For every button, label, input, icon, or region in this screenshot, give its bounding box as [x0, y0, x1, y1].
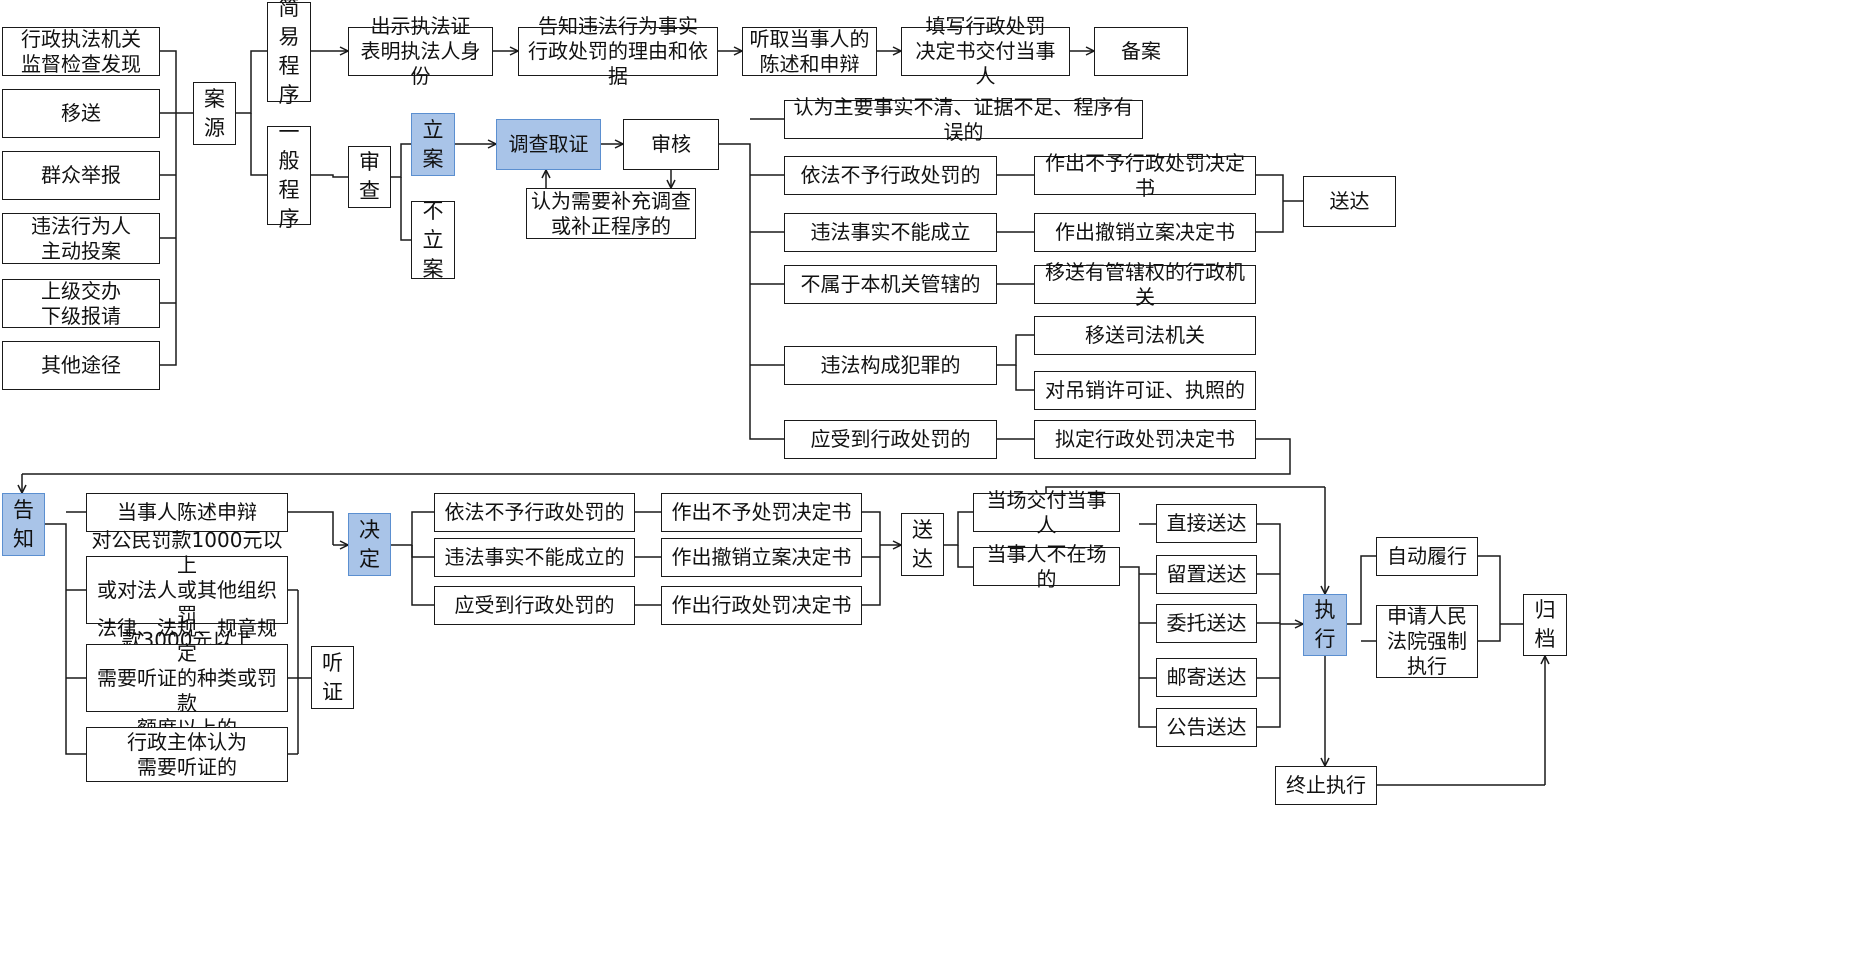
connector-line [944, 511, 973, 546]
hearing-node: 听 证 [311, 646, 354, 709]
simple-step-show-id-node: 出示执法证 表明执法人身份 [348, 14, 493, 88]
source-transfer-node: 移送 [2, 89, 160, 138]
connector-arrows [22, 51, 1545, 785]
archive-node: 归 档 [1523, 594, 1567, 656]
connector-line [411, 545, 434, 558]
connector-line [250, 113, 267, 176]
doc-penalty-decision-node: 作出行政处罚决定书 [661, 586, 862, 625]
hearing-condition-fine-node: 对公民罚款1000元以上 或对法人或其他组织罚 款3000元以上 [86, 528, 288, 652]
connector-line [997, 334, 1034, 366]
doc-revoke-case-node: 作出撤销立案决定书 [661, 538, 862, 577]
connector-lines [22, 50, 1545, 786]
source-surrender-node: 违法行为人 主动投案 [2, 213, 160, 264]
result-unclear-node: 认为主要事实不清、证据不足、程序有误的 [784, 95, 1143, 144]
connector-line [236, 50, 267, 114]
result-crime-node: 违法构成犯罪的 [784, 346, 997, 385]
simple-step-hear-node: 听取当事人的 陈述和申辩 [742, 27, 877, 76]
statement-defense-node: 当事人陈述申辩 [86, 493, 288, 532]
notify-node: 告 知 [2, 493, 45, 556]
simple-step-decision-node: 填写行政处罚 决定书交付当事人 [901, 14, 1070, 88]
connector-line [1478, 555, 1501, 642]
connector-line [957, 545, 973, 568]
investigation-node: 调查取证 [496, 119, 601, 170]
connector-line [1347, 555, 1376, 625]
connector-line [1045, 486, 1325, 493]
simple-step-inform-node: 告知违法行为事实 行政处罚的理由和依据 [518, 14, 718, 88]
terminate-execution-node: 终止执行 [1275, 766, 1377, 805]
result-penalty-node: 应受到行政处罚的 [784, 420, 997, 459]
simple-procedure-node: 简 易 程 序 [267, 0, 311, 107]
court-enforcement-node: 申请人民 法院强制 执行 [1376, 604, 1478, 678]
doc-no-penalty-node: 作出不予处罚决定书 [661, 493, 862, 532]
connector-line [862, 511, 881, 606]
decision-not-established-node: 违法事实不能成立的 [434, 538, 635, 577]
decision-node: 决 定 [348, 513, 391, 576]
source-inspection-node: 行政执法机关 监督检查发现 [2, 27, 160, 76]
connector-line [400, 177, 411, 241]
result-no-penalty-node: 依法不予行政处罚的 [784, 156, 997, 195]
deliver-direct-node: 直接送达 [1156, 504, 1257, 543]
outcome-judicial-transfer-node: 移送司法机关 [1034, 316, 1256, 355]
deliver-lien-node: 留置送达 [1156, 555, 1257, 594]
general-procedure-node: 一 般 程 序 [267, 120, 311, 231]
connector-line [311, 174, 348, 178]
connector-line [160, 50, 177, 366]
outcome-license-revoke-node: 对吊销许可证、执照的 [1034, 371, 1256, 410]
connector-line [1015, 365, 1034, 391]
connector-line [411, 545, 434, 606]
outcome-no-penalty-decision-node: 作出不予行政处罚决定书 [1034, 151, 1256, 200]
deliver-entrust-node: 委托送达 [1156, 604, 1257, 643]
result-not-established-node: 违法事实不能成立 [784, 213, 997, 252]
connector-line [45, 523, 86, 755]
decision-no-penalty-node: 依法不予行政处罚的 [434, 493, 635, 532]
decision-penalty-node: 应受到行政处罚的 [434, 586, 635, 625]
connector-line [288, 511, 334, 545]
deliver-node: 送 达 [901, 513, 944, 576]
supplement-node: 认为需要补充调查 或补正程序的 [526, 188, 696, 239]
source-other-node: 其他途径 [2, 341, 160, 390]
outcome-draft-decision-node: 拟定行政处罚决定书 [1034, 420, 1256, 459]
file-case-node: 立 案 [411, 113, 455, 176]
deliver-mail-node: 邮寄送达 [1156, 658, 1257, 697]
connector-line [1257, 523, 1281, 728]
deliver-onsite-node: 当场交付当事人 [973, 488, 1120, 537]
outcome-transfer-authority-node: 移送有管辖权的行政机关 [1034, 260, 1256, 309]
audit-node: 审核 [623, 119, 719, 170]
voluntary-performance-node: 自动履行 [1376, 537, 1478, 576]
no-case-node: 不 立 案 [411, 199, 455, 281]
connector-line [391, 511, 434, 546]
connector-line [22, 438, 1291, 475]
connector-line [1256, 174, 1284, 233]
deliver-absent-node: 当事人不在场的 [973, 542, 1120, 591]
outcome-revoke-case-node: 作出撤销立案决定书 [1034, 213, 1256, 252]
connector-line [1120, 566, 1156, 728]
execute-node: 执 行 [1303, 594, 1347, 656]
connector-line [391, 143, 411, 178]
result-no-jurisdiction-node: 不属于本机关管辖的 [784, 265, 997, 304]
source-superior-node: 上级交办 下级报请 [2, 279, 160, 328]
simple-step-filing-node: 备案 [1094, 27, 1188, 76]
deliver-public-node: 公告送达 [1156, 708, 1257, 747]
source-report-node: 群众举报 [2, 151, 160, 200]
hearing-condition-law-node: 法律、法规、规章规定 需要听证的种类或罚款 额度以上的 [86, 616, 288, 740]
deliver-top-node: 送达 [1303, 176, 1396, 227]
case-source-node: 案 源 [193, 82, 236, 145]
hearing-condition-subject-node: 行政主体认为 需要听证的 [86, 727, 288, 782]
review-node: 审 查 [348, 146, 391, 208]
connector-line [719, 143, 784, 440]
